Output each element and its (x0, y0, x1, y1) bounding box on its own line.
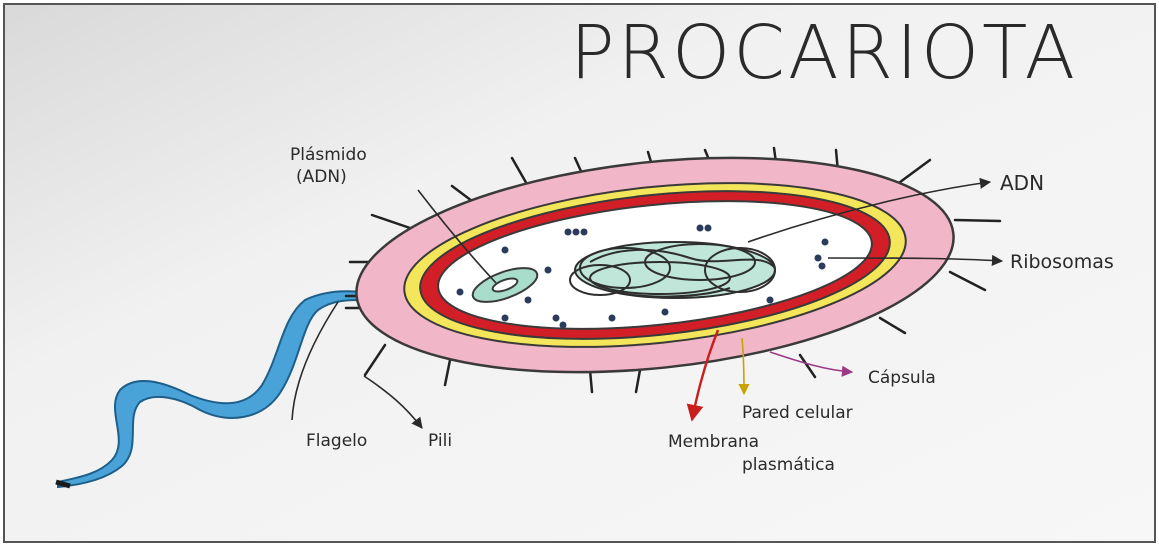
dna-label: ADN (1000, 171, 1044, 195)
ribosomes-label: Ribosomas (1010, 251, 1114, 273)
diagram-title: PROCARIOTA (570, 10, 1078, 96)
capsule-label: Cápsula (868, 368, 936, 388)
nucleoid (570, 242, 775, 298)
pili-label: Pili (428, 431, 452, 451)
membrane-label: Membrana (668, 432, 759, 452)
membrane-sublabel: plasmática (742, 455, 835, 475)
plasmid-sublabel: (ADN) (296, 167, 347, 187)
flagellum-label: Flagelo (306, 431, 367, 451)
plasmid-label: Plásmido (290, 145, 367, 165)
pilus (955, 220, 1000, 221)
cell-wall-label: Pared celular (742, 403, 853, 423)
